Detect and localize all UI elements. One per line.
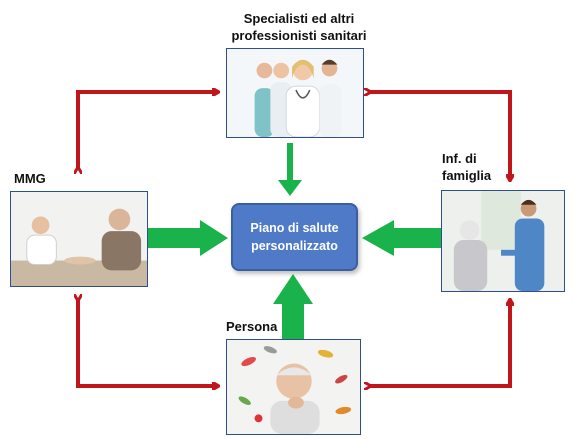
nurse-label-line2: famiglia xyxy=(442,168,492,183)
center-label-line2: personalizzato xyxy=(251,239,338,253)
green-arrow-from-top xyxy=(278,143,302,196)
mmg-photo xyxy=(10,191,148,287)
nurse-label-line1: Inf. di xyxy=(442,151,477,166)
mmg-label: MMG xyxy=(14,171,46,186)
red-arrow-top-right xyxy=(370,92,510,180)
doctors-group-image xyxy=(227,49,363,137)
green-arrow-from-bottom xyxy=(273,274,313,340)
red-arrow-bottom-left xyxy=(78,300,218,386)
nurse-label: Inf. di famiglia xyxy=(442,150,491,184)
red-arrow-top-left xyxy=(78,92,218,168)
green-arrow-from-left xyxy=(148,220,228,256)
person-label: Persona xyxy=(226,319,278,334)
doctor-patient-image xyxy=(11,192,147,286)
green-arrow-from-right xyxy=(362,220,442,256)
nurse-patient-image xyxy=(442,191,564,291)
personalized-health-plan-box: Piano di salute personalizzato xyxy=(231,203,358,271)
center-label-line1: Piano di salute xyxy=(250,221,339,235)
elderly-man-pills-image xyxy=(227,340,360,434)
specialists-photo xyxy=(226,48,364,138)
specialists-label-line1: Specialisti ed altri xyxy=(243,11,355,26)
red-arrow-bottom-right xyxy=(370,300,510,386)
specialists-label: Specialisti ed altri professionisti sani… xyxy=(229,10,369,44)
specialists-label-line2: professionisti sanitari xyxy=(231,28,367,43)
person-photo xyxy=(226,339,361,435)
nurse-photo xyxy=(441,190,565,292)
